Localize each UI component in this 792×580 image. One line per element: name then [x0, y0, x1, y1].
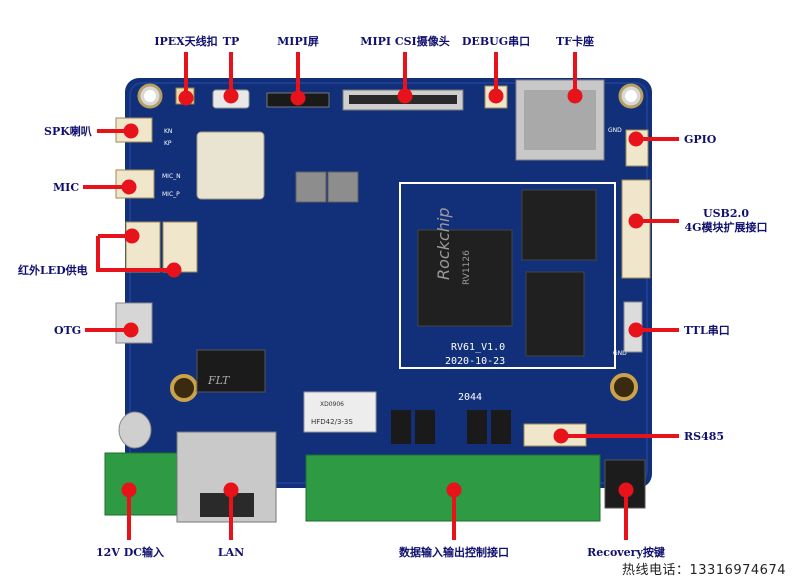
marker-debug: [488, 88, 504, 104]
soc-model: RV1126: [462, 250, 472, 285]
core-board-outline: [399, 182, 616, 369]
marker-gpio: [628, 131, 644, 147]
marker-mipi-screen: [290, 90, 306, 106]
marker-ttl: [628, 322, 644, 338]
label-lan: LAN: [217, 546, 245, 559]
label-data-io: 数据输入输出控制接口: [399, 546, 509, 559]
inductor-1: [295, 171, 327, 203]
pin-label-gnd-gpio: GND: [608, 127, 622, 134]
diode-1: [391, 410, 411, 444]
label-spk: SPK喇叭: [44, 125, 92, 138]
hotline-text: 热线电话：13316974674: [622, 563, 786, 578]
otg-port: [115, 302, 153, 344]
label-ir-led: 红外LED供电: [18, 264, 88, 277]
pin-label-mic-p: MIC_P: [162, 191, 180, 198]
lan-transformer: [196, 349, 266, 393]
mount-hole-bl: [170, 374, 198, 402]
label-mic: MIC: [53, 181, 80, 194]
diode-2: [415, 410, 435, 444]
label-recovery: Recovery按键: [587, 546, 665, 559]
ddr-chip: [525, 271, 585, 357]
label-mipi-screen: MIPI屏: [277, 35, 319, 48]
flt-marking: FLT: [207, 374, 231, 387]
marker-ipex: [178, 90, 194, 106]
silk-2044: 2044: [458, 392, 482, 403]
marker-mic: [121, 179, 137, 195]
marker-tp: [223, 88, 239, 104]
marker-rs485: [553, 428, 569, 444]
pin-label-mic-n: MIC_N: [162, 173, 181, 180]
pin-label-kn: KN: [164, 128, 172, 135]
tf-card-inner: [524, 90, 596, 150]
marker-recovery: [618, 482, 634, 498]
label-tp: TP: [222, 35, 240, 48]
mount-hole-tl-inner: [144, 90, 156, 102]
usb-4g-connector: [621, 179, 651, 279]
marker-usb: [628, 213, 644, 229]
label-mipi-csi: MIPI CSI摄像头: [360, 35, 450, 48]
pin-label-gnd-ttl: GND: [613, 350, 627, 357]
label-usb-line2: 4G模块扩展接口: [684, 221, 768, 234]
lan-jack-opening: [200, 493, 254, 517]
relay-top-text: XD0906: [320, 401, 344, 408]
marker-ir-1: [124, 228, 140, 244]
marker-otg: [123, 322, 139, 338]
rv1126-soc: [417, 229, 513, 327]
marker-dc: [121, 482, 137, 498]
relay-text: HFD42/3-3S: [311, 418, 353, 426]
label-debug: DEBUG串口: [461, 35, 531, 48]
label-otg: OTG: [54, 324, 82, 337]
mount-hole-br: [610, 373, 638, 401]
capacitor: [118, 411, 152, 449]
pin-label-kp: KP: [164, 140, 172, 147]
marker-mipi-csi: [397, 88, 413, 104]
wifi-module: [196, 131, 265, 200]
silk-date: 2020-10-23: [445, 356, 505, 367]
relay: [303, 391, 377, 433]
marker-tf: [567, 88, 583, 104]
flash-chip: [521, 189, 597, 261]
marker-spk: [123, 123, 139, 139]
marker-data-io: [446, 482, 462, 498]
ir-led-connector-2: [162, 221, 198, 273]
label-dc12v: 12V DC输入: [96, 546, 164, 559]
label-gpio: GPIO: [684, 133, 717, 146]
marker-ir-2: [166, 262, 182, 278]
diode-3: [467, 410, 487, 444]
label-tf: TF卡座: [556, 35, 594, 48]
soc-brand: Rockchip: [434, 207, 453, 280]
label-rs485: RS485: [684, 430, 725, 443]
dc-terminal: [104, 452, 178, 516]
label-usb-line1: USB2.0: [703, 207, 749, 220]
mount-hole-tr-inner: [625, 90, 637, 102]
label-ttl: TTL串口: [684, 324, 730, 337]
silk-model: RV61_V1.0: [451, 342, 505, 353]
label-ipex: IPEX天线扣: [154, 35, 218, 48]
inductor-2: [327, 171, 359, 203]
diode-4: [491, 410, 511, 444]
marker-lan: [223, 482, 239, 498]
